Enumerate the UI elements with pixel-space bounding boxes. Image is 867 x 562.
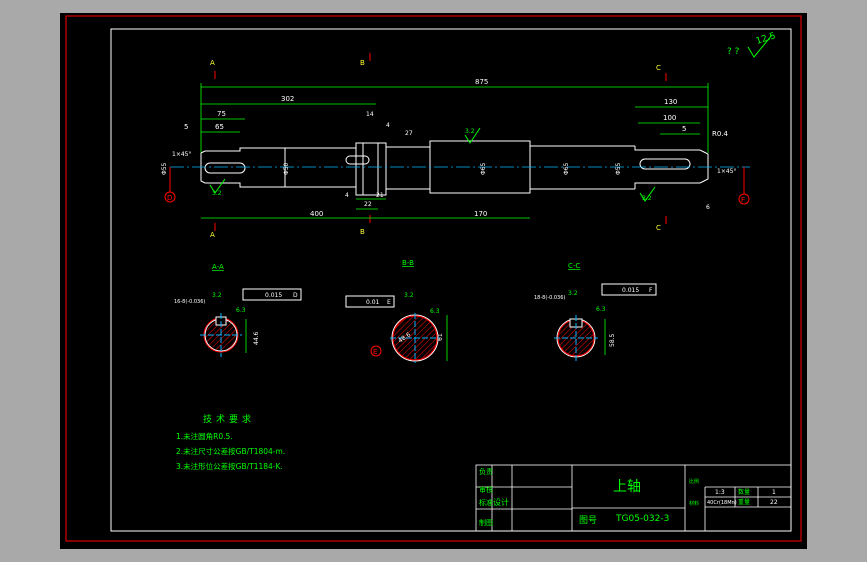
dim-400: 400 xyxy=(310,210,323,218)
title-qty-label: 数量 xyxy=(738,488,750,496)
section-aa-ref: D xyxy=(293,292,298,299)
section-bb-r2: 6.3 xyxy=(430,308,440,315)
dim-22: 22 xyxy=(364,201,372,208)
title-scale-label: 比例 xyxy=(689,478,699,485)
title-block-grid xyxy=(475,464,792,532)
svg-text:F: F xyxy=(741,196,745,204)
dim-4-lower: 4 xyxy=(345,192,349,199)
section-aa-r1: 3.2 xyxy=(212,292,222,299)
section-marker-b-top: B xyxy=(360,59,365,67)
section-cc-depth: 58.5 xyxy=(609,333,616,347)
dim-5-right: 5 xyxy=(682,125,686,133)
chamfer-left: 1×45° xyxy=(172,151,191,158)
section-aa-depth: 44.6 xyxy=(253,331,260,345)
chamfer-right: 1×45° xyxy=(717,168,736,175)
roughness-1: 3.2 xyxy=(212,190,222,197)
section-bb-tol: 0.01 xyxy=(366,299,380,306)
general-roughness-value: 12.5 xyxy=(755,31,777,47)
datum-f: F xyxy=(738,167,750,205)
title-weight-value: 22 xyxy=(770,499,778,506)
drawing-canvas: 12.5 ? ? A B C A B C 875 302 130 75 100 … xyxy=(60,13,807,549)
dim-6: 6 xyxy=(706,204,710,211)
section-bb-r1: 3.2 xyxy=(404,292,414,299)
section-bb-tolframe xyxy=(345,295,395,308)
title-cell-4: 制图 xyxy=(479,518,493,527)
section-bb-ref: E xyxy=(387,299,391,306)
roughness-2: 3.2 xyxy=(465,128,475,135)
section-marker-a-top: A xyxy=(210,59,215,67)
dim-overall-line xyxy=(200,83,709,153)
title-part-name: 上轴 xyxy=(613,479,641,495)
roughness-qq: ? ? xyxy=(727,47,740,57)
dim-875: 875 xyxy=(475,78,488,86)
title-material-label: 材料 xyxy=(689,500,699,507)
dim-5-left: 5 xyxy=(184,123,188,131)
shaft-outline xyxy=(200,140,709,196)
section-aa-view xyxy=(200,313,247,357)
datum-d: D xyxy=(164,167,176,203)
dim-100: 100 xyxy=(663,114,676,122)
section-bb-depth: 61 xyxy=(437,333,444,341)
svg-text:D: D xyxy=(167,194,172,202)
dim-65: 65 xyxy=(215,123,224,131)
dim-14: 14 xyxy=(366,111,374,118)
section-cc-r2: 6.3 xyxy=(596,306,606,313)
roughness-3: 3.2 xyxy=(642,195,652,202)
dim-75: 75 xyxy=(217,110,226,118)
title-cell-6: 图号 xyxy=(579,515,597,526)
dim-302: 302 xyxy=(281,95,294,103)
title-cell-2: 审核 xyxy=(479,485,493,494)
section-marker-a-bot: A xyxy=(210,231,215,239)
section-aa-tol: 0.015 xyxy=(265,292,282,299)
inner-frame xyxy=(110,28,792,532)
section-bb-title: B-B xyxy=(402,259,414,267)
section-aa-title: A-A xyxy=(212,263,224,271)
shaft-drawing: 12.5 ? ? A B C A B C 875 302 130 75 100 … xyxy=(65,15,802,542)
title-drawing-no: TG05-032-3 xyxy=(615,514,669,524)
title-material-value: 40Cr(18Mn) xyxy=(707,500,737,506)
notes-item-2: 2.未注尺寸公差按GB/T1804-m. xyxy=(176,446,285,456)
cut-lines xyxy=(214,53,667,231)
section-cc-title: C-C xyxy=(568,262,580,270)
dim-21: 21 xyxy=(376,192,384,199)
title-weight-label: 重量 xyxy=(738,498,750,506)
dia-65b: Φ65 xyxy=(563,162,570,175)
notes-item-1: 1.未注圆角R0.5. xyxy=(176,431,233,441)
dim-27: 27 xyxy=(405,130,413,137)
dia-left: Φ55 xyxy=(161,162,168,175)
section-marker-b-bot: B xyxy=(360,228,365,236)
dim-r04: R0.4 xyxy=(712,130,729,138)
title-qty-value: 1 xyxy=(772,489,776,496)
dia-55b: Φ55 xyxy=(615,162,622,175)
outer-frame xyxy=(65,15,802,542)
dim-170: 170 xyxy=(474,210,487,218)
lower-dim-lines xyxy=(201,198,530,219)
section-cc-ref: F xyxy=(649,287,653,294)
datum-e: E xyxy=(373,348,377,356)
roughness-marks xyxy=(209,127,656,202)
section-cc-key: 18-8(-0.036) xyxy=(534,295,565,301)
section-cc-tolframe xyxy=(601,283,657,296)
section-aa-key: 16-8(-0.036) xyxy=(174,299,205,305)
section-marker-c-bot: C xyxy=(656,224,661,232)
dia-50: Φ50 xyxy=(283,162,290,175)
dia-65: Φ65 xyxy=(480,162,487,175)
section-cc-r1: 3.2 xyxy=(568,290,578,297)
section-marker-c-top: C xyxy=(656,64,661,72)
section-cc-tol: 0.015 xyxy=(622,287,639,294)
section-cc-view xyxy=(554,315,606,361)
dim-4: 4 xyxy=(386,122,390,129)
notes-title: 技术要求 xyxy=(203,413,255,425)
title-cell-3: 标准 xyxy=(479,498,493,507)
title-cell-1: 负责 xyxy=(479,467,493,476)
section-aa-r2: 6.3 xyxy=(236,307,246,314)
notes-item-3: 3.未注形位公差按GB/T1184-K. xyxy=(176,461,283,471)
section-bb-view xyxy=(370,313,448,363)
section-aa-tolframe xyxy=(242,288,302,301)
title-cell-5: 设计 xyxy=(493,497,509,507)
keyways xyxy=(204,155,691,174)
general-roughness xyxy=(747,34,773,58)
dim-130: 130 xyxy=(664,98,677,106)
title-scale-value: 1:3 xyxy=(715,489,725,496)
